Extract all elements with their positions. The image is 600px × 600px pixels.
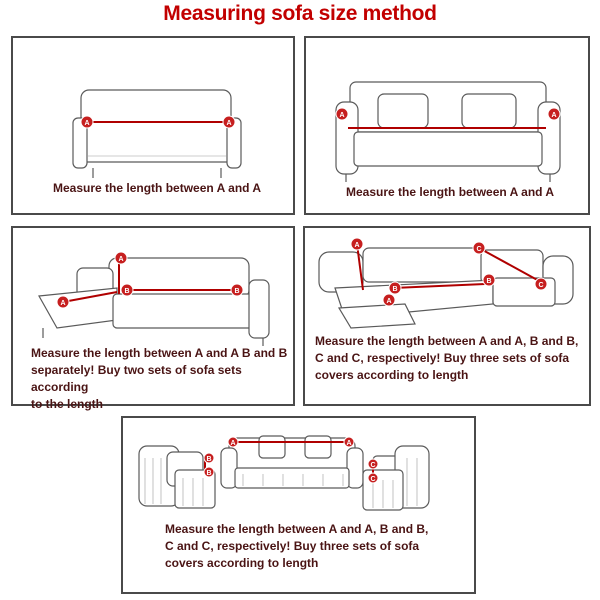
- svg-text:A: A: [84, 120, 89, 127]
- svg-text:A: A: [551, 112, 556, 119]
- svg-text:B: B: [206, 456, 211, 463]
- panel-l-shaped-sofa: A A B B Measure the length between A and…: [11, 226, 295, 411]
- marker-a-top: A: [350, 237, 364, 251]
- svg-text:B: B: [124, 288, 129, 295]
- svg-text:A: A: [339, 112, 344, 119]
- marker-a-left: A: [80, 115, 94, 129]
- svg-text:B: B: [486, 278, 491, 285]
- marker-b-top: B: [203, 452, 215, 464]
- sofa-illustration-2: A A: [335, 81, 561, 182]
- marker-a-left: A: [56, 295, 70, 309]
- marker-a-bottom: A: [382, 293, 396, 307]
- marker-c-top: C: [472, 241, 486, 255]
- marker-a-right: A: [343, 436, 355, 448]
- marker-b-bottom: B: [203, 466, 215, 478]
- caption-line: to the length: [31, 397, 103, 411]
- marker-b-right: B: [230, 283, 244, 297]
- caption-line: Measure the length between A and A, B an…: [315, 334, 579, 348]
- panel-2-caption: Measure the length between A and A: [346, 185, 555, 199]
- marker-b-right: B: [482, 273, 496, 287]
- svg-text:B: B: [206, 470, 211, 477]
- marker-c-right: C: [534, 277, 548, 291]
- caption-line: C and C, respectively! Buy three sets of…: [315, 351, 570, 365]
- caption-line: covers according to length: [165, 556, 319, 570]
- sofa-illustration-1: A A: [72, 89, 242, 178]
- sofa-illustration-4: A A B B C C: [318, 237, 574, 329]
- caption-line: Measure the length between A and A, B an…: [165, 522, 429, 536]
- caption-line: Measure the length between A and A B and…: [31, 346, 288, 360]
- svg-text:A: A: [230, 440, 235, 447]
- page-title: Measuring sofa size method: [163, 2, 437, 25]
- marker-a-right: A: [222, 115, 236, 129]
- svg-text:C: C: [370, 476, 375, 483]
- panel-sofa-front: A A Measure the length between A and A: [11, 36, 295, 215]
- panel-3-caption: Measure the length between A and A B and…: [31, 345, 293, 413]
- marker-b-left: B: [120, 283, 134, 297]
- caption-line: separately! Buy two sets of sofa sets ac…: [31, 363, 242, 394]
- sofa-illustration-5: A A B B C C: [138, 435, 430, 511]
- marker-b-left: B: [388, 281, 402, 295]
- svg-text:A: A: [60, 300, 65, 307]
- marker-a-top: A: [114, 251, 128, 265]
- svg-text:A: A: [226, 120, 231, 127]
- svg-text:B: B: [392, 286, 397, 293]
- svg-text:B: B: [234, 288, 239, 295]
- svg-text:A: A: [354, 242, 359, 249]
- marker-c-top: C: [367, 458, 379, 470]
- panel-5-caption: Measure the length between A and A, B an…: [165, 521, 428, 572]
- caption-line: covers according to length: [315, 368, 469, 382]
- svg-text:C: C: [476, 246, 481, 253]
- svg-text:A: A: [118, 256, 123, 263]
- panel-sofa-cushions: A A Measure the length between A and A: [304, 36, 590, 215]
- panel-1-caption: Measure the length between A and A: [53, 181, 262, 195]
- marker-c-bottom: C: [367, 472, 379, 484]
- caption-line: C and C, respectively! Buy three sets of…: [165, 539, 420, 553]
- svg-text:A: A: [346, 440, 351, 447]
- panel-u-shaped-sofa: A A B B C C Measure the length between A…: [303, 226, 591, 406]
- marker-a-left: A: [335, 107, 349, 121]
- panel-4-caption: Measure the length between A and A, B an…: [315, 333, 578, 384]
- panel-three-piece-set: A A B B C C Measure the length between A…: [121, 416, 476, 594]
- svg-text:C: C: [370, 462, 375, 469]
- marker-a-left: A: [227, 436, 239, 448]
- svg-text:A: A: [386, 298, 391, 305]
- marker-a-right: A: [547, 107, 561, 121]
- svg-text:C: C: [538, 282, 543, 289]
- sofa-illustration-3: A A B B: [38, 251, 270, 346]
